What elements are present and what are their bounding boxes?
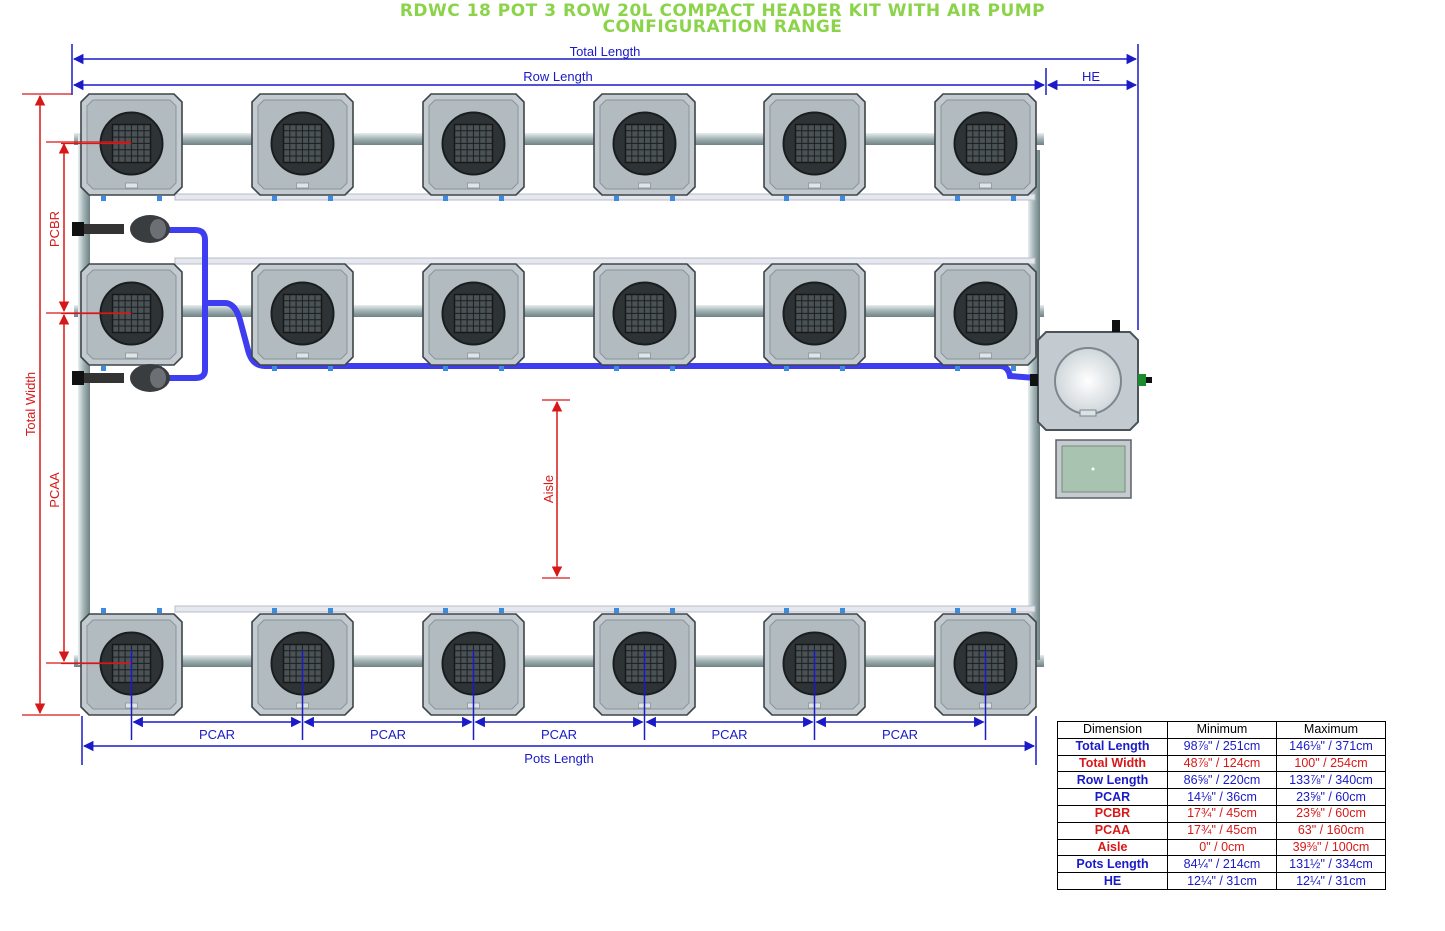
table-header-minimum: Minimum <box>1167 721 1277 739</box>
table-header-row: Dimension Minimum Maximum <box>1057 721 1386 739</box>
table-cell-maximum: 63" / 160cm <box>1276 821 1386 840</box>
pcar-label: PCAR <box>882 727 918 742</box>
pot-icon <box>593 93 696 201</box>
pot-icon <box>934 263 1037 371</box>
table-cell-dimension: Total Width <box>1057 754 1168 773</box>
pot-icon <box>251 93 354 201</box>
pot-icon <box>593 263 696 371</box>
table-cell-dimension: Total Length <box>1057 737 1168 756</box>
table-cell-maximum: 39⅜" / 100cm <box>1276 838 1386 857</box>
bottom-row-pipe <box>74 655 1044 667</box>
pots-length-label: Pots Length <box>524 751 593 766</box>
top-row-pipe <box>74 133 1044 145</box>
table-cell-maximum: 133⅞" / 340cm <box>1276 771 1386 790</box>
table-cell-maximum: 12¼" / 31cm <box>1276 872 1386 890</box>
table-cell-maximum: 146⅛" / 371cm <box>1276 737 1386 756</box>
pcar-label: PCAR <box>370 727 406 742</box>
pot-icon <box>763 263 866 371</box>
pcbr-label: PCBR <box>47 211 62 247</box>
table-cell-minimum: 86⅝" / 220cm <box>1167 771 1277 790</box>
diagram-subtitle: CONFIGURATION RANGE <box>602 17 843 37</box>
pcar-label: PCAR <box>199 727 235 742</box>
he-label: HE <box>1082 69 1100 84</box>
air-valve-icon <box>72 215 170 243</box>
table-cell-maximum: 100" / 254cm <box>1276 754 1386 773</box>
table-cell-minimum: 84¼" / 214cm <box>1167 855 1277 874</box>
air-valve-icon <box>72 364 170 392</box>
table-cell-dimension: Pots Length <box>1057 855 1168 874</box>
table-cell-minimum: 17¾" / 45cm <box>1167 821 1277 840</box>
diagram-title: RDWC 18 POT 3 ROW 20L COMPACT HEADER KIT… <box>399 1 1046 21</box>
total-width-label: Total Width <box>23 372 38 436</box>
table-cell-minimum: 0" / 0cm <box>1167 838 1277 857</box>
pot-icon <box>934 93 1037 201</box>
table-cell-dimension: Row Length <box>1057 771 1168 790</box>
table-cell-dimension: PCBR <box>1057 804 1168 823</box>
table-cell-minimum: 17¾" / 45cm <box>1167 804 1277 823</box>
table-cell-maximum: 23⅝" / 60cm <box>1276 804 1386 823</box>
row-length-label: Row Length <box>523 69 592 84</box>
left-manifold-pipe <box>78 135 90 665</box>
pot-icon <box>422 263 525 371</box>
table-cell-minimum: 98⅞" / 251cm <box>1167 737 1277 756</box>
pcar-label: PCAR <box>541 727 577 742</box>
table-cell-minimum: 14⅛" / 36cm <box>1167 788 1277 806</box>
table-cell-maximum: 23⅝" / 60cm <box>1276 788 1386 806</box>
table-cell-dimension: Aisle <box>1057 838 1168 857</box>
header-tank <box>1030 320 1152 431</box>
dimension-lines: Total Length Row Length HE Total Width P… <box>22 44 1139 766</box>
pot-icon <box>61 263 183 371</box>
pot-icon <box>61 93 183 201</box>
air-valves <box>72 215 170 392</box>
middle-return-line <box>174 257 1036 265</box>
total-length-label: Total Length <box>570 44 641 59</box>
middle-row-pipe <box>74 305 1044 317</box>
table-header-maximum: Maximum <box>1276 721 1386 739</box>
table-header-dimension: Dimension <box>1057 721 1168 739</box>
air-hose <box>162 227 1039 381</box>
aisle-label: Aisle <box>541 475 556 503</box>
pcar-label: PCAR <box>711 727 747 742</box>
pcaa-label: PCAA <box>47 472 62 508</box>
bottom-return-line <box>174 605 1036 613</box>
table-cell-maximum: 131½" / 334cm <box>1276 855 1386 874</box>
table-cell-dimension: PCAA <box>1057 821 1168 840</box>
pot-icon <box>251 263 354 371</box>
table-cell-dimension: HE <box>1057 872 1168 890</box>
table-cell-minimum: 48⅞" / 124cm <box>1167 754 1277 773</box>
pot-icon <box>763 93 866 201</box>
air-pump <box>1055 439 1132 499</box>
pots-grid <box>61 93 1037 716</box>
table-cell-minimum: 12¼" / 31cm <box>1167 872 1277 890</box>
table-cell-dimension: PCAR <box>1057 788 1168 806</box>
pot-icon <box>422 93 525 201</box>
